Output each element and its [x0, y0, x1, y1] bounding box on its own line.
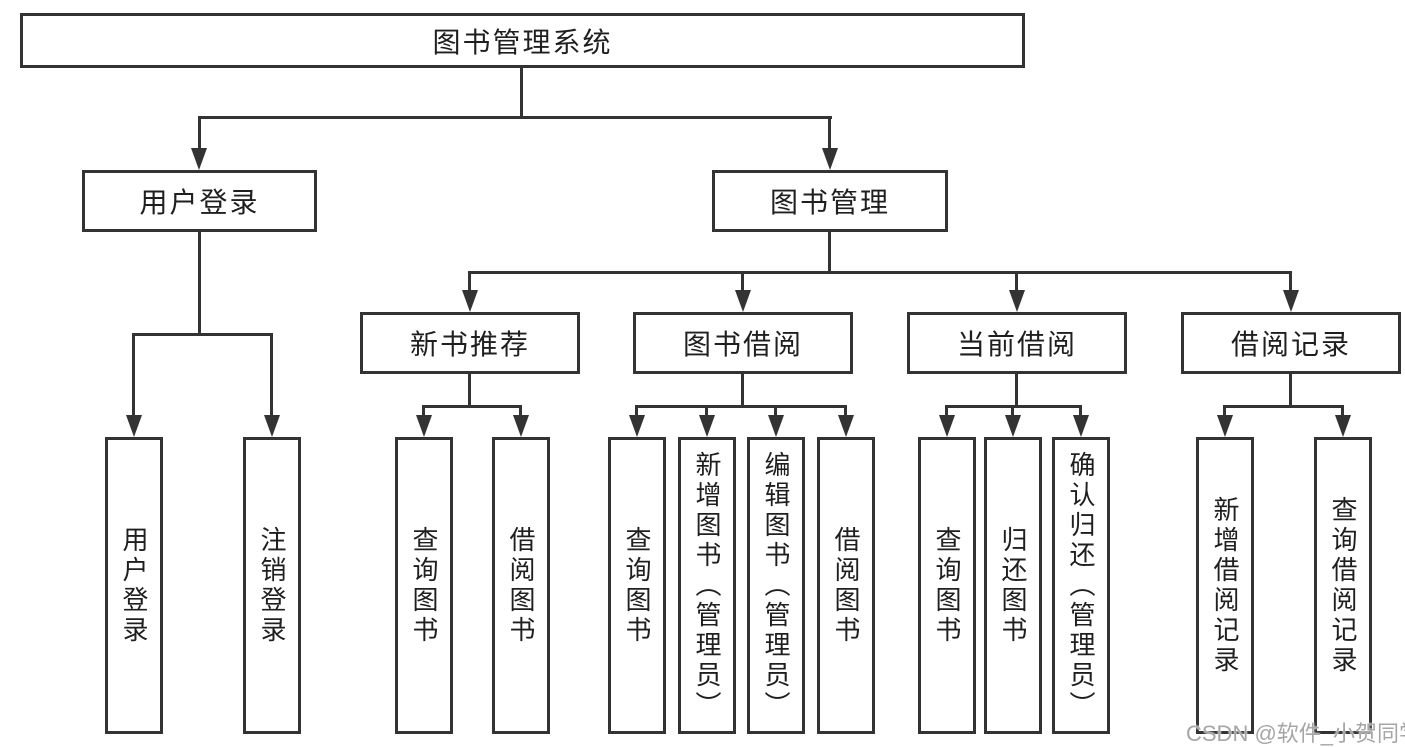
connector-book-borrow-trunk	[741, 374, 744, 407]
leaf-recommend-borrow-books: 借阅图书	[492, 437, 550, 734]
leaf-current-return-books: 归还图书	[984, 437, 1042, 734]
leaf-recommend-borrow-books-label: 借阅图书	[506, 525, 536, 646]
node-user-login: 用户登录	[82, 170, 317, 232]
connector-book-mgmt-trunk	[828, 232, 831, 273]
leaf-borrow-borrow-books-label: 借阅图书	[831, 525, 861, 646]
leaf-current-query-books: 查询图书	[918, 437, 976, 734]
node-current-borrow-label: 当前借阅	[956, 329, 1077, 360]
connector-drop-cb-return	[1011, 405, 1014, 417]
node-book-borrow: 图书借阅	[633, 312, 853, 374]
arrowhead-bb-query	[629, 415, 645, 437]
leaf-records-add-record-label: 新增借阅记录	[1210, 495, 1240, 676]
arrowhead-cb-return	[1005, 415, 1021, 437]
connector-new-rec-trunk	[468, 374, 471, 407]
node-new-book-recommend: 新书推荐	[360, 312, 580, 374]
csdn-watermark: CSDN @软件_小贺同学	[1186, 721, 1405, 746]
connector-drop-rec-query	[422, 405, 425, 417]
connector-drop-book-management	[828, 116, 831, 150]
arrowhead-rec-borrow	[513, 415, 529, 437]
connector-drop-br-add	[1223, 405, 1226, 417]
leaf-borrow-query-books-label: 查询图书	[622, 525, 652, 646]
connector-user-login-bar	[132, 333, 273, 336]
arrowhead-borrow-records	[1283, 290, 1299, 312]
leaf-logout-label: 注销登录	[257, 525, 287, 646]
arrowhead-book-borrow	[735, 290, 751, 312]
leaf-user-login-label: 用户登录	[119, 525, 149, 646]
connector-drop-login	[132, 333, 135, 416]
arrowhead-bb-add	[699, 415, 715, 437]
connector-borrow-records-bar	[1223, 405, 1344, 408]
node-user-login-label: 用户登录	[139, 187, 260, 218]
connector-drop-borrow-records	[1289, 271, 1292, 293]
connector-book-mgmt-bar	[468, 271, 1292, 274]
connector-drop-book-borrow	[741, 271, 744, 293]
leaf-current-return-books-label: 归还图书	[998, 525, 1028, 646]
arrowhead-cb-confirm	[1073, 415, 1089, 437]
connector-new-rec-bar	[422, 405, 522, 408]
connector-book-borrow-bar	[635, 405, 847, 408]
leaf-borrow-borrow-books: 借阅图书	[817, 437, 875, 734]
arrowhead-current-borrow	[1009, 290, 1025, 312]
connector-drop-bb-query	[635, 405, 638, 417]
leaf-records-query-record: 查询借阅记录	[1314, 437, 1372, 734]
arrowhead-bb-borrow	[838, 415, 854, 437]
node-borrow-records: 借阅记录	[1181, 312, 1401, 374]
connector-drop-cb-confirm	[1079, 405, 1082, 417]
connector-drop-bb-edit	[774, 405, 777, 417]
connector-drop-current-borrow	[1015, 271, 1018, 293]
leaf-borrow-add-books-admin: 新增图书（管理员）	[678, 437, 736, 734]
node-borrow-records-label: 借阅记录	[1230, 329, 1351, 360]
connector-drop-user-login	[198, 116, 201, 150]
connector-drop-logout	[270, 333, 273, 416]
node-book-borrow-label: 图书借阅	[682, 329, 803, 360]
connector-borrow-records-trunk	[1289, 374, 1292, 407]
connector-current-borrow-trunk	[1015, 374, 1018, 407]
leaf-user-login: 用户登录	[105, 437, 163, 734]
arrowhead-br-query	[1335, 415, 1351, 437]
arrowhead-book-management	[822, 148, 838, 170]
node-book-management: 图书管理	[712, 170, 948, 232]
arrowhead-br-add	[1217, 415, 1233, 437]
leaf-recommend-query-books-label: 查询图书	[409, 525, 439, 646]
arrowhead-rec-query	[416, 415, 432, 437]
leaf-current-confirm-return-admin-label: 确认归还（管理员）	[1066, 450, 1096, 721]
connector-drop-rec-borrow	[519, 405, 522, 417]
leaf-borrow-edit-books-admin: 编辑图书（管理员）	[747, 437, 805, 734]
connector-drop-bb-borrow	[844, 405, 847, 417]
connector-drop-cb-query	[945, 405, 948, 417]
leaf-current-query-books-label: 查询图书	[932, 525, 962, 646]
node-new-book-recommend-label: 新书推荐	[409, 329, 530, 360]
leaf-borrow-edit-books-admin-label: 编辑图书（管理员）	[761, 450, 791, 721]
leaf-logout: 注销登录	[243, 437, 301, 734]
connector-user-login-trunk	[198, 232, 201, 335]
arrowhead-login	[126, 415, 142, 437]
leaf-borrow-add-books-admin-label: 新增图书（管理员）	[692, 450, 722, 721]
node-root-label: 图书管理系统	[432, 26, 613, 58]
node-root: 图书管理系统	[20, 13, 1025, 68]
node-current-borrow: 当前借阅	[907, 312, 1127, 374]
leaf-records-add-record: 新增借阅记录	[1196, 437, 1254, 734]
arrowhead-user-login	[191, 148, 207, 170]
arrowhead-logout	[264, 415, 280, 437]
leaf-records-query-record-label: 查询借阅记录	[1328, 495, 1358, 676]
node-book-management-label: 图书管理	[769, 187, 890, 218]
connector-drop-br-query	[1341, 405, 1344, 417]
arrowhead-bb-edit	[768, 415, 784, 437]
leaf-borrow-query-books: 查询图书	[608, 437, 666, 734]
connector-root-bar	[198, 116, 832, 119]
connector-root-trunk	[520, 68, 523, 117]
arrowhead-new-rec	[462, 290, 478, 312]
leaf-current-confirm-return-admin: 确认归还（管理员）	[1052, 437, 1110, 734]
arrowhead-cb-query	[939, 415, 955, 437]
connector-drop-bb-add	[705, 405, 708, 417]
connector-drop-new-rec	[468, 271, 471, 293]
leaf-recommend-query-books: 查询图书	[395, 437, 453, 734]
